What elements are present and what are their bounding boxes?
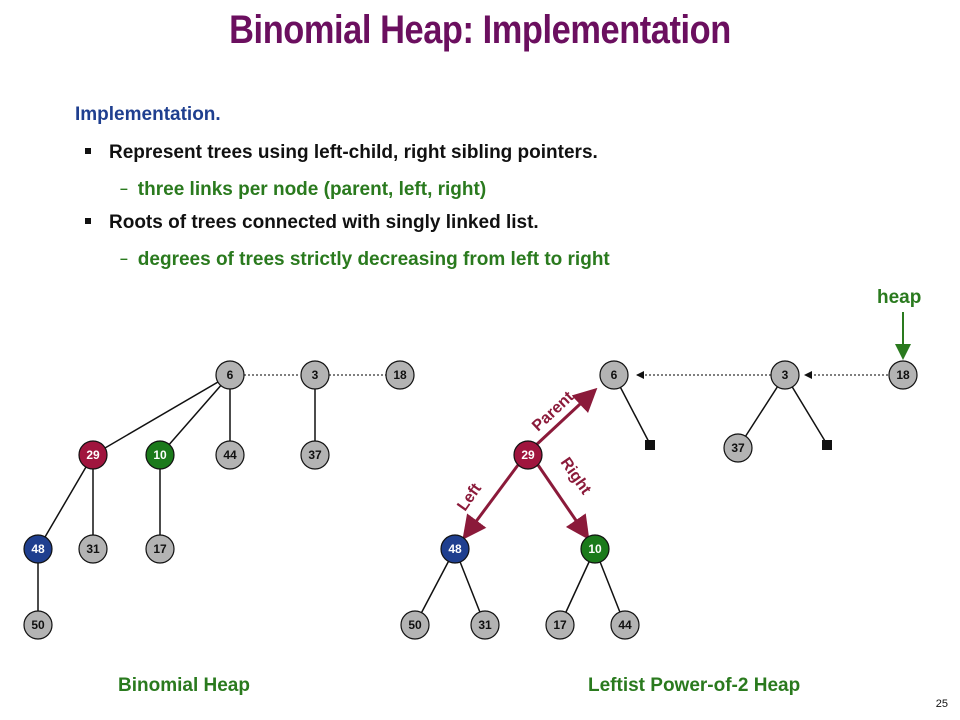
leftist-heap-caption: Leftist Power-of-2 Heap: [588, 675, 801, 696]
node-37: 37: [300, 440, 330, 470]
node-10: 10: [580, 534, 610, 564]
node-6: 6: [215, 360, 245, 390]
dash-icon: –: [120, 180, 128, 196]
node-label: 44: [618, 618, 632, 632]
node-29: 29: [78, 440, 108, 470]
node-17: 17: [145, 534, 175, 564]
node-48: 48: [23, 534, 53, 564]
node-31: 31: [78, 534, 108, 564]
tree-edge: [92, 374, 231, 456]
node-31: 31: [470, 610, 500, 640]
implementation-heading: Implementation.: [75, 104, 221, 125]
bullet-2-text: Roots of trees connected with singly lin…: [109, 212, 539, 233]
bullet-1-text: Represent trees using left-child, right …: [109, 142, 598, 163]
binomial-heap: 6 3 18 29 10 44 37 48 31 17 50: [23, 360, 415, 640]
node-18: 18: [888, 360, 918, 390]
bullet-square-icon: [85, 147, 91, 154]
null-pointer-icon: [645, 440, 655, 450]
node-label: 29: [521, 448, 535, 462]
node-label: 48: [31, 542, 45, 556]
null-pointer-icon: [822, 440, 832, 450]
node-6: 6: [599, 360, 629, 390]
right-link-arrow: [536, 464, 590, 540]
node-29: 29: [513, 440, 543, 470]
leftist-heap: Parent Left Right 6 3 18 29 37 48 10 50 …: [400, 312, 918, 640]
left-link-arrow: [462, 464, 520, 540]
node-label: 6: [227, 368, 234, 382]
node-3: 3: [300, 360, 330, 390]
node-3: 3: [770, 360, 800, 390]
node-44: 44: [610, 610, 640, 640]
node-label: 44: [223, 448, 237, 462]
node-label: 18: [393, 368, 407, 382]
node-10: 10: [145, 440, 175, 470]
bullet-1: Represent trees using left-child, right …: [85, 142, 598, 164]
slide-title: Binomial Heap: Implementation: [229, 8, 731, 52]
right-label: Right: [557, 455, 595, 499]
node-label: 3: [312, 368, 319, 382]
node-18: 18: [385, 360, 415, 390]
node-50: 50: [400, 610, 430, 640]
parent-link-arrow: [533, 387, 598, 448]
node-label: 31: [478, 618, 492, 632]
node-50: 50: [23, 610, 53, 640]
sub-bullet-1: –three links per node (parent, left, rig…: [120, 179, 486, 201]
node-label: 10: [588, 542, 602, 556]
binomial-heap-caption: Binomial Heap: [118, 675, 250, 696]
bullet-2: Roots of trees connected with singly lin…: [85, 212, 539, 234]
sub-bullet-2: –degrees of trees strictly decreasing fr…: [120, 249, 610, 271]
heap-pointer-label: heap: [877, 287, 922, 308]
node-label: 17: [553, 618, 567, 632]
node-44: 44: [215, 440, 245, 470]
left-label: Left: [454, 480, 485, 514]
dash-icon: –: [120, 250, 128, 266]
node-48: 48: [440, 534, 470, 564]
node-label: 48: [448, 542, 462, 556]
node-label: 37: [731, 441, 745, 455]
sub-bullet-2-text: degrees of trees strictly decreasing fro…: [137, 249, 610, 270]
node-label: 18: [896, 368, 910, 382]
node-label: 17: [153, 542, 167, 556]
node-17: 17: [545, 610, 575, 640]
node-label: 3: [782, 368, 789, 382]
node-label: 50: [31, 618, 45, 632]
tree-edge: [159, 374, 231, 456]
page-number: 25: [935, 698, 948, 710]
node-label: 6: [611, 368, 618, 382]
node-37: 37: [723, 433, 753, 463]
tree-edge: [37, 454, 94, 550]
node-label: 10: [153, 448, 167, 462]
node-label: 31: [86, 542, 100, 556]
node-label: 37: [308, 448, 322, 462]
bullet-square-icon: [85, 217, 91, 224]
node-label: 50: [408, 618, 422, 632]
sub-bullet-1-text: three links per node (parent, left, righ…: [137, 179, 487, 200]
node-label: 29: [86, 448, 100, 462]
